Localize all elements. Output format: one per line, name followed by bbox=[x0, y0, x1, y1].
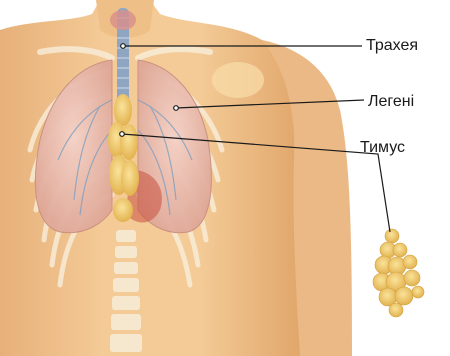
shoulder-highlight bbox=[212, 62, 264, 98]
label-thymus: Тимус bbox=[360, 140, 405, 156]
leader-lungs-dot bbox=[174, 106, 179, 111]
leader-thymus-dot bbox=[120, 132, 125, 137]
leader-trachea-dot bbox=[121, 44, 126, 49]
label-lungs: Легені bbox=[368, 94, 414, 110]
thymus-detail bbox=[373, 229, 424, 317]
label-trachea: Трахея bbox=[366, 38, 418, 54]
thyroid bbox=[110, 10, 136, 30]
